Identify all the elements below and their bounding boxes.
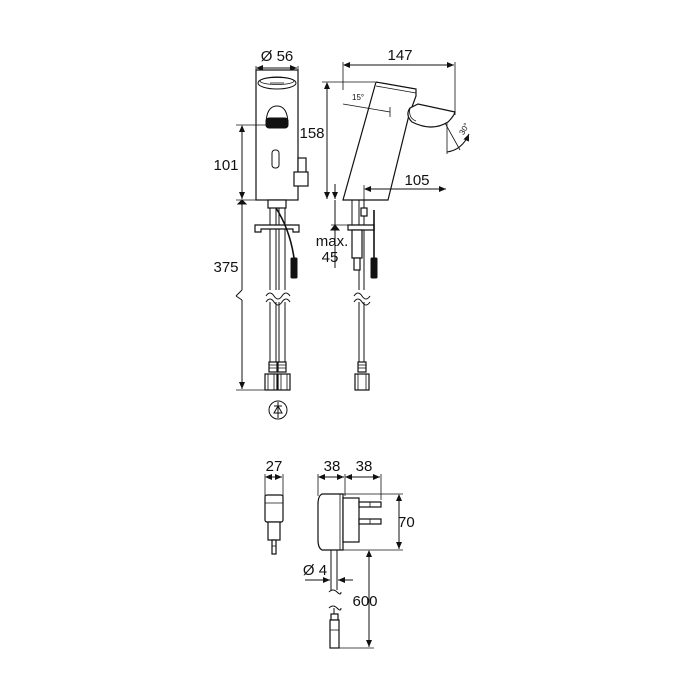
cable-connector	[290, 257, 298, 279]
dim-max-45: 45	[322, 249, 339, 266]
dim-cable-diameter-4: Ø 4	[303, 562, 327, 579]
sensor-window	[271, 149, 280, 169]
hose-nut-left	[264, 373, 278, 391]
power-supply-front: 27	[264, 458, 284, 555]
dim-reach-147: 147	[387, 47, 412, 64]
spout	[407, 103, 456, 128]
dim-diameter-56: Ø 56	[261, 48, 294, 65]
aerator	[265, 117, 289, 129]
side-view: 147 158 15° 30° 105 max. 45	[299, 47, 471, 391]
dim-depth-38-b: 38	[356, 458, 373, 475]
dim-spout-105: 105	[404, 172, 429, 189]
dc-connector	[330, 613, 339, 621]
dim-depth-38-a: 38	[324, 458, 341, 475]
hose-nut-right	[277, 373, 291, 391]
angle-15-label: 15°	[352, 93, 364, 102]
front-view: Ø 56 101 375	[213, 48, 309, 420]
dim-cable-length-600: 600	[352, 593, 377, 610]
dim-max-label: max.	[316, 233, 349, 250]
hose-nut-side	[354, 373, 370, 391]
dim-height-101: 101	[213, 157, 238, 174]
dim-hose-375: 375	[213, 259, 238, 276]
dim-height-158: 158	[299, 125, 324, 142]
dim-height-70: 70	[398, 514, 415, 531]
power-supply-side: 38 38 70 Ø 4 600	[303, 458, 415, 649]
dim-width-27: 27	[266, 458, 283, 475]
check-valve-icon	[268, 400, 288, 420]
tap-body-front	[255, 69, 299, 201]
